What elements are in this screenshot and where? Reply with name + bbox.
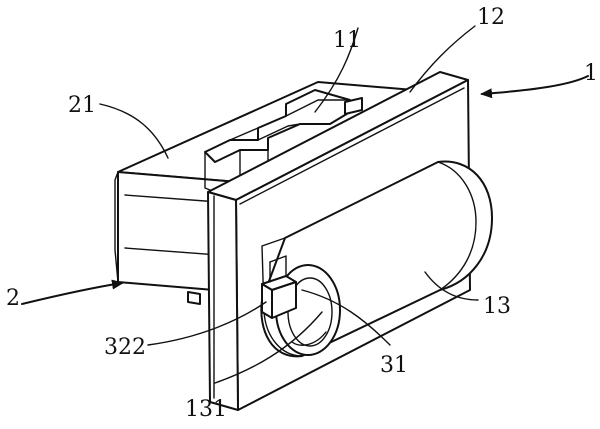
ref-label-13: 13 xyxy=(483,294,511,319)
leader-lines xyxy=(21,25,589,384)
cylinder-plug xyxy=(260,160,493,358)
ref-label-12: 12 xyxy=(477,5,505,30)
ref-label-322: 322 xyxy=(104,335,146,360)
ref-label-2: 2 xyxy=(6,286,20,311)
ref-label-1: 1 xyxy=(584,61,598,86)
ref-label-11: 11 xyxy=(333,28,361,53)
ref-label-31: 31 xyxy=(380,353,408,378)
top-latch xyxy=(204,89,363,193)
ref-label-21: 21 xyxy=(68,93,96,118)
ref-label-131: 131 xyxy=(185,397,227,422)
contact-block xyxy=(261,255,297,319)
